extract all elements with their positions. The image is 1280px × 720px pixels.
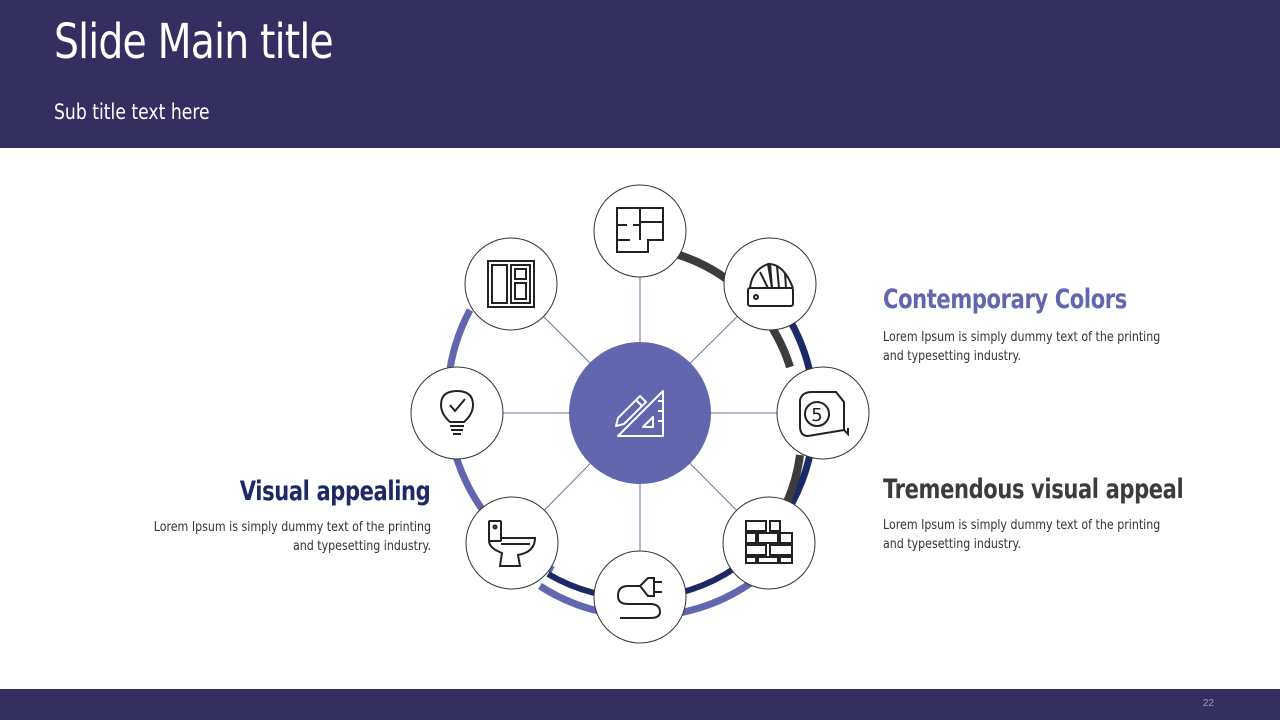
feature-heading-tremendous-visual-appeal: Tremendous visual appeal [883,474,1184,505]
node-brick-wall [722,496,816,590]
power-plug-cable-icon [616,577,662,619]
feature-heading-contemporary-colors: Contemporary Colors [883,284,1127,315]
slide-subtitle: Sub title text here [54,100,210,124]
brick-wall-icon [745,520,793,564]
node-power-plug [593,550,687,644]
node-toilet [465,496,559,590]
color-swatch-fan-icon [747,262,794,307]
window-panel-icon [487,260,535,308]
node-window-panels [464,237,558,331]
header-bar: Slide Main title Sub title text here [0,0,1280,148]
node-light-bulb [410,366,504,460]
svg-text:5: 5 [811,405,822,426]
drafting-ruler-pencil-icon [615,390,664,437]
footer-bar: 22 [0,689,1280,720]
floor-plan-icon [616,207,664,253]
toilet-icon [488,520,537,567]
feature-text-tremendous-visual-appeal: Lorem Ipsum is simply dummy text of the … [883,518,1161,552]
node-tape-measure: 5 [776,366,870,460]
feature-heading-visual-appealing: Visual appealing [239,476,430,507]
light-bulb-check-icon [439,389,475,435]
tape-measure-icon [799,391,849,438]
node-color-swatches [723,237,817,331]
page-number: 22 [1202,698,1214,709]
hub-center [569,342,711,484]
node-floor-plan [593,184,687,278]
feature-text-visual-appealing: Lorem Ipsum is simply dummy text of the … [153,520,431,554]
feature-text-contemporary-colors: Lorem Ipsum is simply dummy text of the … [883,330,1161,364]
slide-title: Slide Main title [54,14,334,70]
